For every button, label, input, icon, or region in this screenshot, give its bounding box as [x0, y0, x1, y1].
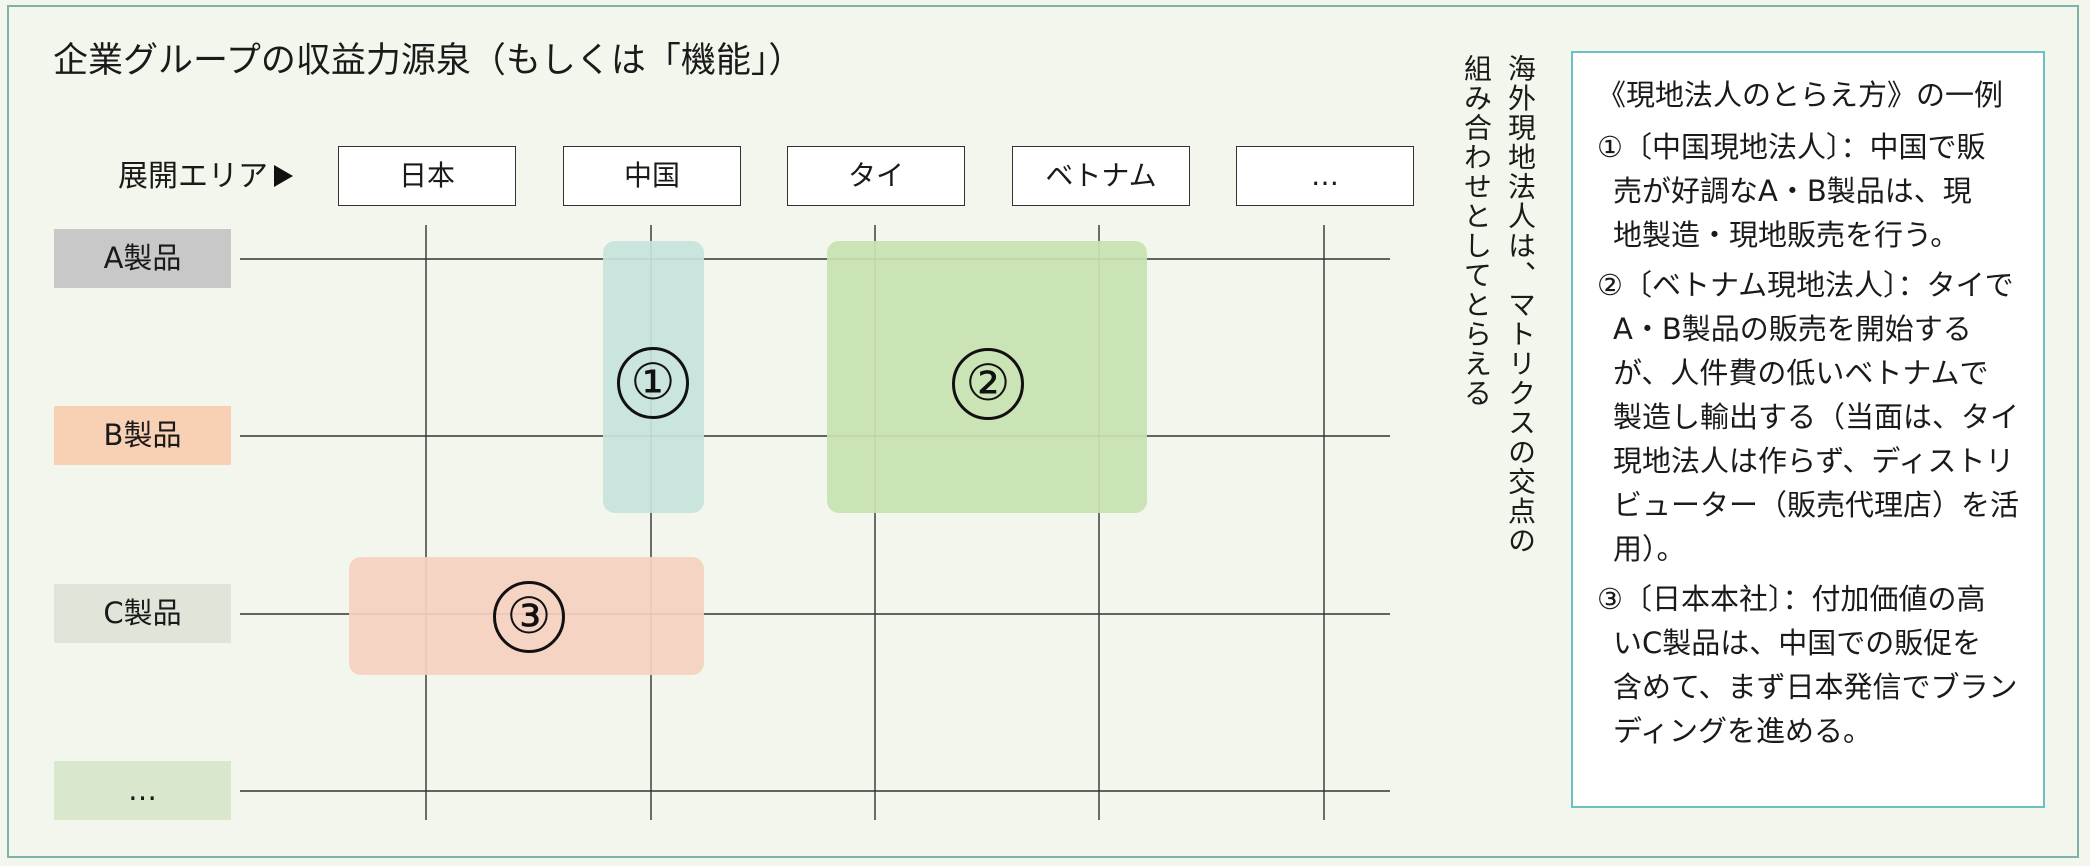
product-label-a: A製品: [54, 229, 231, 288]
vertical-note-line-2: 組み合わせとしてとらえる: [1460, 54, 1493, 408]
note-item-line: ビューター（販売代理店）を活: [1613, 488, 2020, 522]
diagram-title: 企業グループの収益力源泉（もしくは「機能」）: [53, 41, 804, 81]
note-item-line: A・B製品の販売を開始する: [1613, 312, 1972, 346]
note-item-3: ③〔日本本社〕：付加価値の高 いC製品は、中国での販促を 含めて、まず日本発信で…: [1597, 577, 2021, 753]
area-box-china: 中国: [563, 146, 741, 206]
product-label-b: B製品: [54, 406, 231, 465]
right-triangle-icon: [274, 164, 293, 187]
note-item-line: ①〔中国現地法人〕：中国で販: [1597, 130, 1986, 164]
area-axis-label: 展開エリア: [118, 152, 308, 202]
note-item-1: ①〔中国現地法人〕：中国で販 売が好調なA・B製品は、現 地製造・現地販売を行う…: [1597, 125, 2021, 257]
area-box-thailand: タイ: [787, 146, 965, 206]
note-item-line: ②〔ベトナム現地法人〕：タイで: [1597, 268, 2014, 302]
region-2-number: ②: [952, 348, 1024, 420]
note-item-2: ②〔ベトナム現地法人〕：タイで A・B製品の販売を開始する が、人件費の低いベト…: [1597, 263, 2021, 571]
vertical-note-line-1: 海外現地法人は、マトリクスの交点の: [1504, 54, 1537, 556]
product-label-c: C製品: [54, 584, 231, 643]
note-item-line: 現地法人は作らず、ディストリ: [1613, 444, 2015, 478]
note-item-line: ディングを進める。: [1613, 714, 1872, 748]
note-item-line: 用）。: [1613, 532, 1686, 566]
region-1-number: ①: [617, 347, 689, 419]
note-item-line: ③〔日本本社〕：付加価値の高: [1597, 582, 1986, 616]
note-item-line: 含めて、まず日本発信でブラン: [1613, 670, 2018, 704]
area-box-japan: 日本: [338, 146, 516, 206]
note-item-line: 売が好調なA・B製品は、現: [1613, 174, 1972, 208]
area-box-etc: …: [1236, 146, 1414, 206]
vertical-note: 海外現地法人は、マトリクスの交点の組み合わせとしてとらえる: [1452, 54, 1542, 574]
note-item-line: が、人件費の低いベトナムで: [1613, 356, 1989, 390]
region-3-number: ③: [493, 581, 565, 653]
area-box-vietnam: ベトナム: [1012, 146, 1190, 206]
area-axis-label-text: 展開エリア: [118, 159, 268, 194]
note-item-line: 製造し輸出する（当面は、タイ: [1613, 400, 2020, 434]
product-label-etc: …: [54, 761, 231, 820]
note-heading: 《現地法人のとらえ方》の一例: [1597, 78, 2004, 112]
example-note-box: 《現地法人のとらえ方》の一例 ①〔中国現地法人〕：中国で販 売が好調なA・B製品…: [1571, 51, 2045, 808]
note-item-line: 地製造・現地販売を行う。: [1613, 218, 1960, 252]
note-item-line: いC製品は、中国での販促を: [1613, 626, 1982, 660]
